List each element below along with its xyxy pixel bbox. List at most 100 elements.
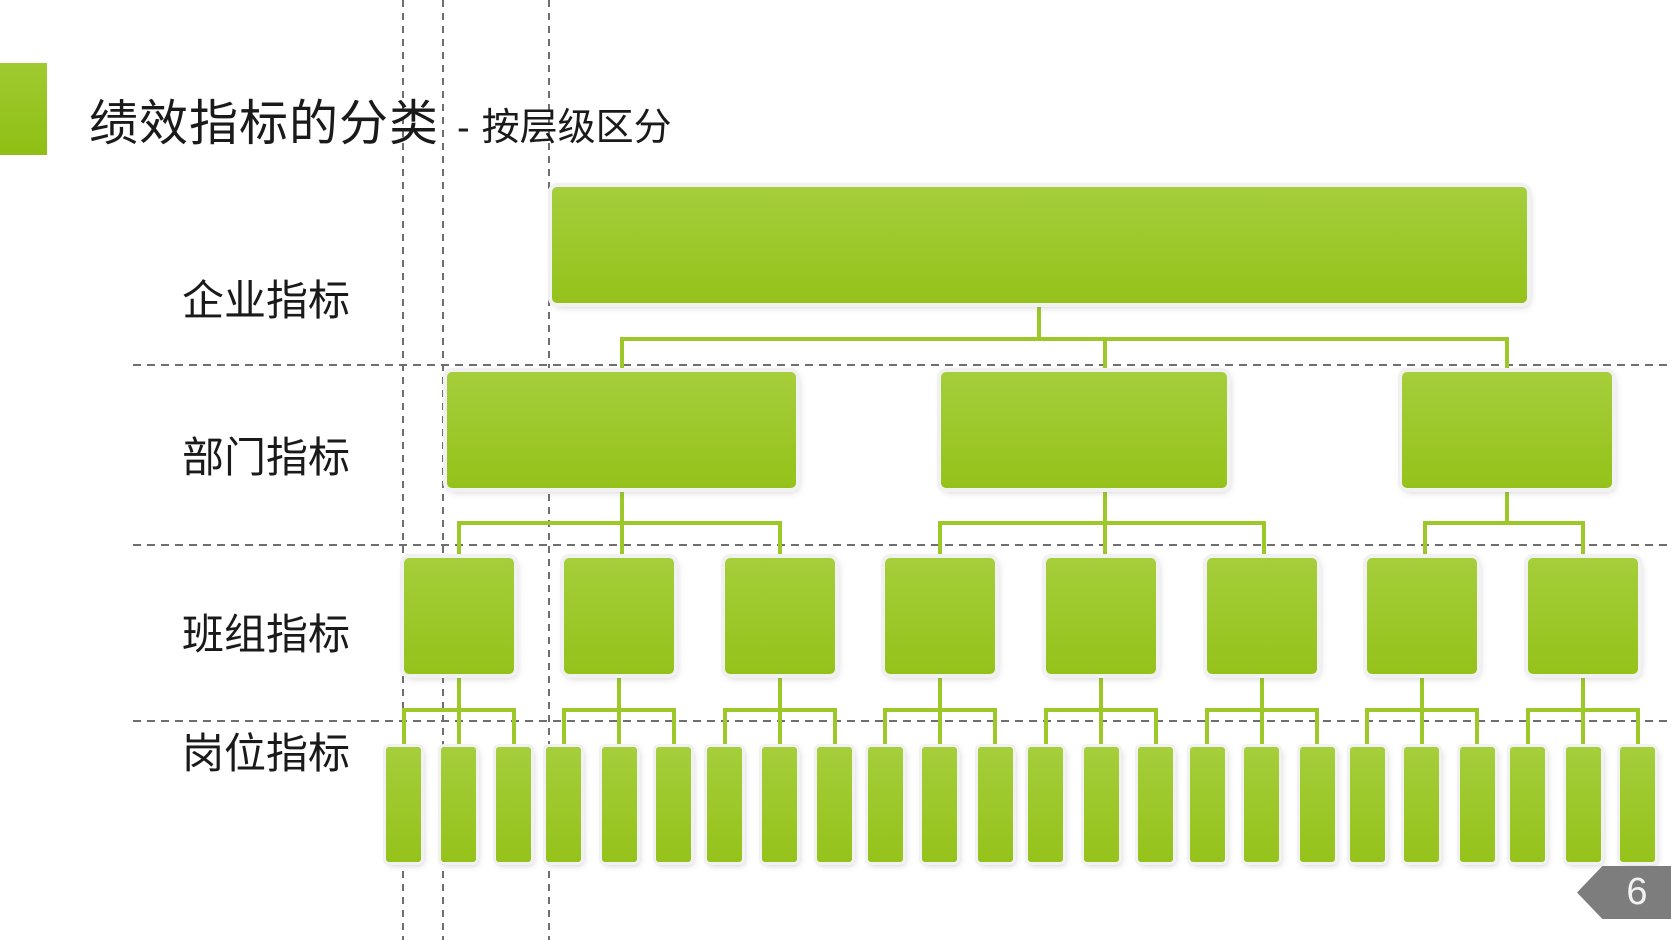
connector-line	[457, 674, 461, 712]
connector-line	[457, 521, 782, 525]
connector-line	[617, 674, 621, 712]
position-node-bar	[656, 747, 691, 862]
connector-line	[1037, 303, 1041, 339]
department-node-box	[1402, 372, 1612, 488]
connector-line	[1103, 521, 1107, 560]
connector-line	[1365, 708, 1369, 749]
team-node-box	[885, 558, 995, 674]
horizontal-guide-line	[133, 544, 1671, 546]
position-node-bar	[441, 747, 476, 862]
page-title: 绩效指标的分类 - 按层级区分	[89, 84, 672, 155]
position-node-bar	[707, 747, 742, 862]
position-node-bar	[978, 747, 1013, 862]
team-node-box	[725, 558, 835, 674]
connector-line	[833, 708, 837, 749]
connector-line	[1260, 708, 1264, 749]
level-label-department: 部门指标	[182, 434, 351, 481]
department-node-box	[941, 372, 1227, 488]
connector-line	[993, 708, 997, 749]
position-node-bar	[762, 747, 797, 862]
position-node-bar	[1138, 747, 1173, 862]
connector-line	[1475, 708, 1479, 749]
position-node-bar	[868, 747, 903, 862]
connector-line	[1505, 488, 1509, 525]
position-node-bar	[1404, 747, 1439, 862]
title-subtitle-text: 按层级区分	[481, 107, 672, 149]
connector-line	[617, 708, 621, 749]
connector-line	[1423, 521, 1427, 560]
title-accent-square	[0, 63, 47, 155]
position-node-bar	[602, 747, 637, 862]
level-label-position: 岗位指标	[182, 730, 351, 777]
position-node-bar	[1028, 747, 1063, 862]
enterprise-node-box	[552, 187, 1527, 303]
department-node-box	[447, 372, 796, 488]
team-node-box	[1207, 558, 1317, 674]
vertical-guide-line	[442, 0, 444, 940]
team-node-box	[404, 558, 514, 674]
page-number: 6	[1626, 871, 1648, 913]
connector-line	[1260, 674, 1264, 712]
connector-line	[620, 337, 1509, 341]
connector-line	[562, 708, 566, 749]
connector-line	[1099, 708, 1103, 749]
connector-line	[1526, 708, 1530, 749]
connector-line	[620, 337, 624, 374]
connector-line	[1044, 708, 1048, 749]
connector-line	[1099, 674, 1103, 712]
connector-line	[938, 521, 942, 560]
position-node-bar	[1460, 747, 1495, 862]
connector-line	[1103, 488, 1107, 525]
position-node-bar	[1620, 747, 1655, 862]
position-node-bar	[496, 747, 531, 862]
connector-line	[1103, 337, 1107, 374]
position-node-bar	[546, 747, 581, 862]
connector-line	[1262, 521, 1266, 560]
position-node-bar	[1300, 747, 1335, 862]
connector-line	[1581, 674, 1585, 712]
connector-line	[457, 708, 461, 749]
connector-line	[938, 708, 942, 749]
connector-line	[778, 521, 782, 560]
connector-line	[883, 708, 887, 749]
position-node-bar	[1190, 747, 1225, 862]
connector-line	[620, 488, 624, 525]
position-node-bar	[922, 747, 957, 862]
title-separator: -	[457, 107, 470, 149]
connector-line	[402, 708, 406, 749]
position-node-bar	[1566, 747, 1601, 862]
team-node-box	[1046, 558, 1156, 674]
vertical-guide-line	[402, 0, 404, 940]
position-node-bar	[817, 747, 852, 862]
connector-line	[1505, 337, 1509, 374]
connector-line	[457, 521, 461, 560]
team-node-box	[1528, 558, 1638, 674]
position-node-bar	[1510, 747, 1545, 862]
page-number-badge: 6	[1577, 866, 1671, 919]
connector-line	[1581, 521, 1585, 560]
connector-line	[1420, 708, 1424, 749]
connector-line	[672, 708, 676, 749]
position-node-bar	[1244, 747, 1279, 862]
horizontal-guide-line	[133, 364, 1671, 366]
title-main-text: 绩效指标的分类	[89, 97, 440, 151]
connector-line	[1154, 708, 1158, 749]
position-node-bar	[1084, 747, 1119, 862]
connector-line	[1636, 708, 1640, 749]
team-node-box	[564, 558, 674, 674]
connector-line	[1423, 521, 1585, 525]
connector-line	[938, 521, 1266, 525]
position-node-bar	[386, 747, 421, 862]
position-node-bar	[1350, 747, 1385, 862]
level-label-team: 班组指标	[182, 611, 351, 658]
connector-line	[1315, 708, 1319, 749]
level-label-enterprise: 企业指标	[182, 277, 351, 324]
connector-line	[938, 674, 942, 712]
connector-line	[1581, 708, 1585, 749]
connector-line	[620, 521, 624, 560]
team-node-box	[1367, 558, 1477, 674]
connector-line	[778, 708, 782, 749]
connector-line	[778, 674, 782, 712]
connector-line	[512, 708, 516, 749]
